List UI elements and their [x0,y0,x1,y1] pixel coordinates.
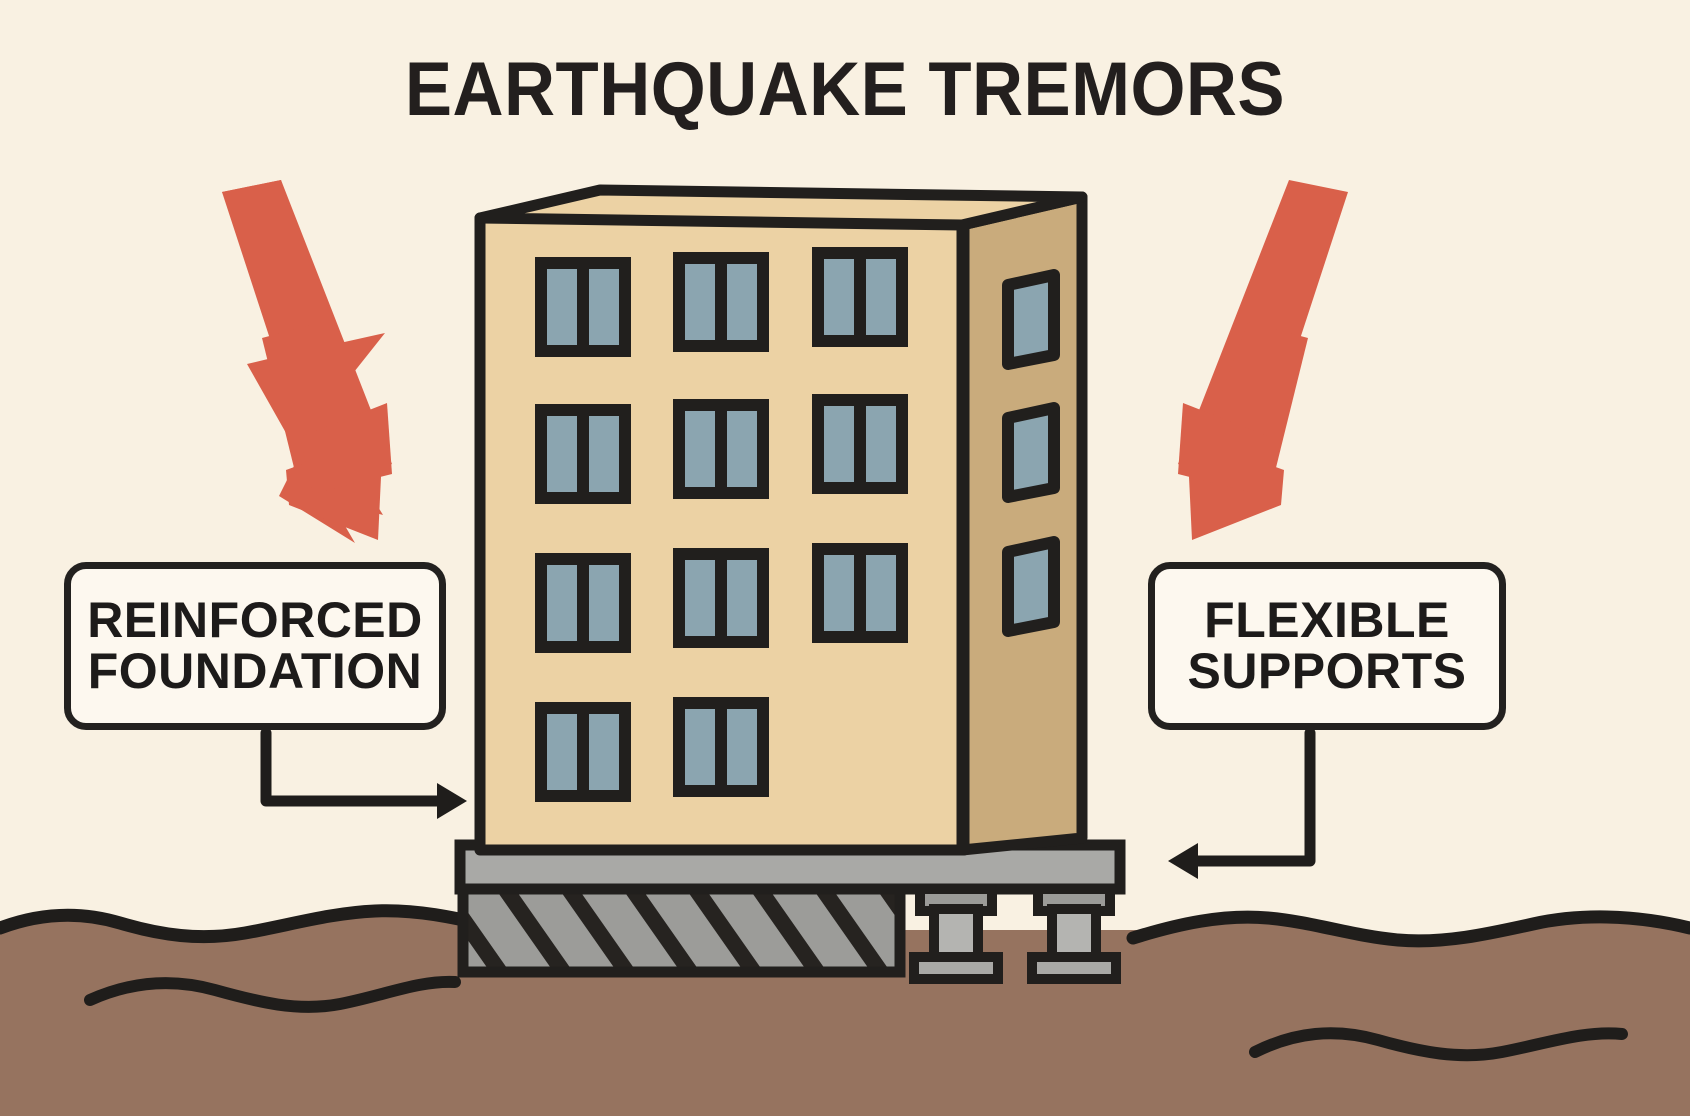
support-column-left [909,884,1003,984]
window [535,404,631,504]
lightning-bolt-arrow-icon-left [222,180,392,543]
foundation-hatch-block [463,886,900,972]
callout-label-line-2: SUPPORTS [1187,643,1467,699]
window [535,553,631,653]
lightning-bolt-arrow-icon-right [1178,180,1348,540]
window [673,399,769,499]
window [812,247,908,347]
window [673,697,769,797]
ground-wave-inner-left [84,975,461,1013]
callout-label-line-1: FLEXIBLE [1204,592,1450,648]
flexible-supports [909,884,1121,984]
window [1002,536,1060,637]
building [474,184,1088,856]
callout-label-reinforced-foundation[interactable]: REINFORCED FOUNDATION [64,562,446,730]
window [535,702,631,802]
window [812,394,908,494]
window [812,543,908,643]
ground-wave-top-right [1126,910,1690,948]
front-windows [535,247,908,802]
ground-wave-inner-right [1249,1027,1628,1062]
soil-fill-right [1135,914,1690,1116]
building-roof [474,184,1088,231]
callout-label-line-1: REINFORCED [87,592,423,648]
side-windows [1002,269,1060,637]
callout-label-line-2: FOUNDATION [87,643,423,699]
window [1002,402,1060,503]
callout-arrow-left-icon [1168,727,1316,879]
callout-arrow-right-icon [260,727,467,819]
window [535,257,631,357]
callout-label-flexible-supports[interactable]: FLEXIBLE SUPPORTS [1148,562,1506,730]
window [673,252,769,352]
window [673,548,769,648]
reinforced-foundation [457,880,906,978]
support-column-right [1027,884,1121,984]
window [1002,269,1060,370]
page-title: EARTHQUAKE TREMORS [404,47,1286,132]
